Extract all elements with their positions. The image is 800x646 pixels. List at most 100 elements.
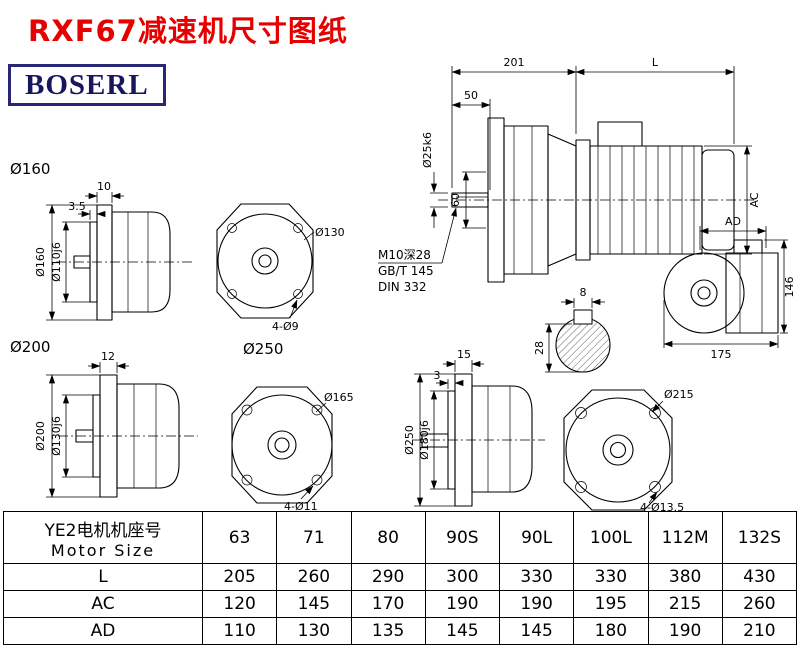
dim-12-label: 12 — [101, 350, 115, 363]
terminal-box — [733, 239, 763, 254]
value-cell: 430 — [721, 563, 798, 591]
shaft-circle — [258, 254, 272, 268]
shaft-circle — [609, 441, 627, 459]
dim-3-label: 3 — [434, 369, 441, 382]
bolt-hole — [293, 223, 303, 233]
dim-holes-label: 4-Ø9 — [272, 320, 299, 333]
hub-circle — [251, 247, 279, 275]
frame-size-cell: 80 — [350, 511, 426, 564]
dim-201-label: 201 — [504, 56, 525, 69]
housing-outline — [231, 386, 333, 504]
value-cell: 190 — [647, 617, 723, 645]
bolt-hole — [311, 474, 323, 486]
table-row-AC: AC 120 145 170 190 190 195 215 260 — [3, 590, 798, 618]
frame-size-cell: 132S — [721, 511, 798, 564]
shaft-circle — [274, 437, 290, 453]
label-flange-160: Ø160 — [10, 160, 51, 178]
flange250-side-view: 15 3 Ø250 Ø180j6 — [403, 348, 545, 507]
dim-200-label: Ø200 — [34, 421, 47, 451]
frame-size-cell: 100L — [573, 511, 649, 564]
frame-size-cell: 71 — [276, 511, 352, 564]
value-cell: 135 — [350, 617, 426, 645]
table-row-AD: AD 110 130 135 145 145 180 190 210 — [3, 617, 798, 645]
note-din: DIN 332 — [378, 280, 426, 294]
frame-size-cell: 90S — [424, 511, 501, 564]
note-gb: GB/T 145 — [378, 264, 434, 278]
flange200-side-view: 12 Ø200 Ø130j6 — [34, 350, 198, 498]
dim-60-label: 60 — [449, 193, 462, 207]
dim-AC-label: AC — [748, 192, 761, 207]
bolt-hole — [311, 404, 323, 416]
value-cell: 145 — [498, 617, 575, 645]
value-cell: 380 — [647, 563, 723, 591]
terminal-box — [597, 121, 643, 147]
bolt-hole — [227, 223, 237, 233]
dim-10-label: 10 — [97, 180, 111, 193]
row-label-AD: AD — [3, 617, 203, 645]
dim-3-5-label: 3.5 — [68, 200, 86, 213]
value-cell: 300 — [424, 563, 501, 591]
row-label-AC: AC — [3, 590, 203, 618]
dim-130j6-label: Ø130j6 — [50, 416, 63, 456]
row-label-L: L — [3, 563, 203, 591]
dim-130-label: Ø130 — [315, 226, 345, 239]
dim-holes-label: 4-Ø11 — [284, 500, 318, 512]
value-cell: 180 — [573, 617, 649, 645]
dim-250-label: Ø250 — [403, 425, 416, 455]
bolt-hole — [293, 289, 303, 299]
value-cell: 190 — [498, 590, 575, 618]
table-row-L: L 205 260 290 300 330 330 380 430 — [3, 563, 798, 591]
housing-outline — [216, 203, 314, 319]
technical-drawing: 201 L 50 Ø25k6 60 AC M10深28 GB/T 145 — [34, 56, 796, 512]
value-cell: 290 — [350, 563, 426, 591]
value-cell: 195 — [573, 590, 649, 618]
flange160-side-view: 10 3.5 Ø160 Ø110j6 — [34, 180, 192, 321]
value-cell: 120 — [201, 590, 278, 618]
value-cell: 205 — [201, 563, 278, 591]
hub-circle — [690, 279, 718, 307]
value-cell: 260 — [276, 563, 352, 591]
dim-160-label: Ø160 — [34, 247, 47, 277]
dim-shaft-dia-label: Ø25k6 — [421, 132, 434, 168]
flange-circle — [663, 252, 745, 334]
gear-housing — [111, 211, 171, 313]
table-header-row: YE2电机机座号 Motor Size 63 71 80 90S 90L 100… — [3, 511, 798, 564]
value-cell: 145 — [276, 590, 352, 618]
dim-8-label: 8 — [580, 286, 587, 299]
hub-circle — [267, 430, 297, 460]
value-cell: 130 — [276, 617, 352, 645]
page-title: RXF67减速机尺寸图纸 — [28, 14, 348, 48]
housing-outline — [563, 389, 673, 511]
shaft-keyway-section: 8 28 — [533, 286, 611, 373]
value-cell: 215 — [647, 590, 723, 618]
motor-end-view: AD 146 175 — [663, 215, 796, 361]
bolt-circle — [565, 397, 671, 503]
dim-AD-label: AD — [725, 215, 741, 228]
bolt-circle — [231, 394, 333, 496]
hub-circle — [602, 434, 634, 466]
dim-110j6-label: Ø110j6 — [50, 242, 63, 282]
shaft-section — [555, 317, 611, 373]
dim-180j6-label: Ø180j6 — [418, 420, 431, 460]
bolt-circle — [217, 213, 313, 309]
bolt-hole — [241, 404, 253, 416]
frame-size-cell: 112M — [647, 511, 723, 564]
value-cell: 170 — [350, 590, 426, 618]
frame-size-cell: 90L — [498, 511, 575, 564]
flange160-front-view: Ø130 4-Ø9 — [216, 203, 345, 333]
dim-L-label: L — [652, 56, 659, 69]
gear-housing — [116, 383, 180, 489]
value-cell: 210 — [721, 617, 798, 645]
motor-size-header-cn: YE2电机机座号 — [44, 520, 162, 541]
dim-15-label: 15 — [457, 348, 471, 361]
mounting-flange — [96, 204, 113, 321]
label-flange-250: Ø250 — [243, 340, 284, 358]
main-assembly-view: 201 L 50 Ø25k6 60 AC M10深28 GB/T 145 — [378, 56, 761, 294]
frame-size-cell: 63 — [201, 511, 278, 564]
dim-holes-label: 4-Ø13.5 — [640, 501, 684, 512]
dimension-table: YE2电机机座号 Motor Size 63 71 80 90S 90L 100… — [3, 511, 798, 645]
motor-body — [725, 252, 779, 334]
dim-50-label: 50 — [464, 89, 478, 102]
motor-size-header-en: Motor Size — [50, 540, 156, 560]
